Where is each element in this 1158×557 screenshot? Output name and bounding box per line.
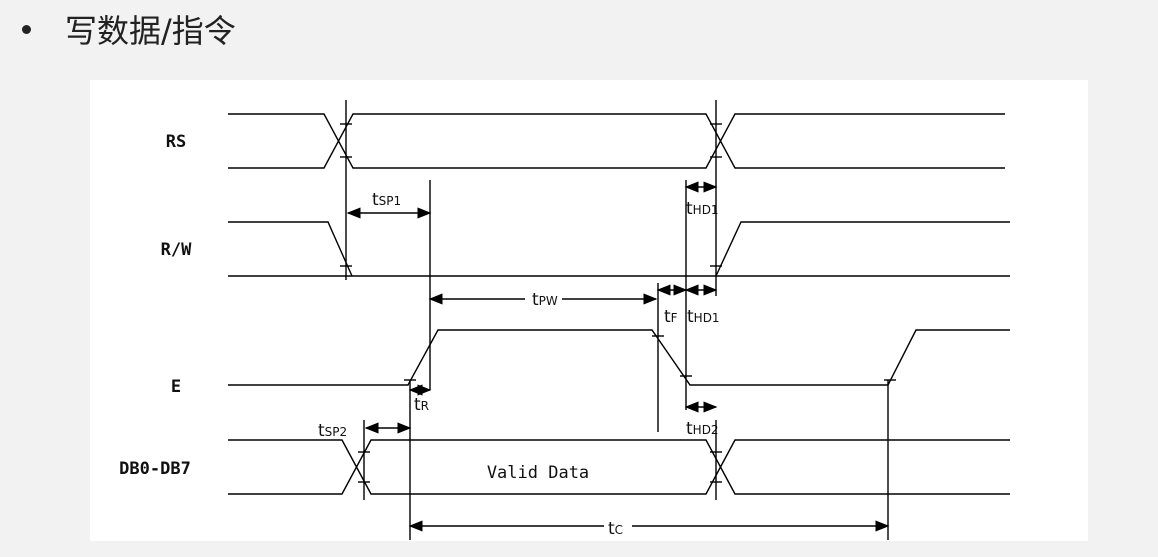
timing-tr: tR <box>408 384 432 415</box>
timing-tsp2: tSP2 <box>318 421 412 441</box>
heading-text: 写数据/指令 <box>65 12 236 50</box>
timing-tf: tF <box>656 284 688 327</box>
signal-label-e: E <box>171 377 181 397</box>
rs-waveform <box>228 100 1005 296</box>
tr-label: tR <box>414 395 429 415</box>
db-waveform <box>228 420 1010 500</box>
tpw-label: tPW <box>532 290 558 310</box>
tsp2-label: tSP2 <box>318 421 347 441</box>
bullet-dot <box>22 24 31 34</box>
timing-tsp1: tSP1 <box>346 190 432 219</box>
tf-label: tF <box>664 307 678 327</box>
e-waveform <box>228 329 1010 386</box>
thd1-mid-label: tHD1 <box>687 307 720 327</box>
timing-thd1-mid: tHD1 <box>684 284 720 327</box>
signal-label-rw: R/W <box>161 240 192 260</box>
signal-label-rs: RS <box>166 132 186 152</box>
valid-data-label: Valid Data <box>487 463 589 483</box>
timing-thd2: tHD2 <box>684 401 719 439</box>
rw-waveform <box>228 221 1010 277</box>
timing-tpw: tPW <box>428 290 658 310</box>
tsp1-label: tSP1 <box>372 190 401 210</box>
timing-thd1-top: tHD1 <box>684 181 719 219</box>
thd2-label: tHD2 <box>686 419 719 439</box>
heading: 写数据/指令 <box>22 6 236 52</box>
tc-label: tC <box>608 519 623 539</box>
timing-tc: tC <box>408 519 890 539</box>
timing-diagram-panel: RS R/W E DB0-DB7 tSP1 tHD1 tPW <box>90 80 1088 541</box>
thd1-top-label: tHD1 <box>686 199 719 219</box>
signal-label-db: DB0-DB7 <box>119 459 191 479</box>
